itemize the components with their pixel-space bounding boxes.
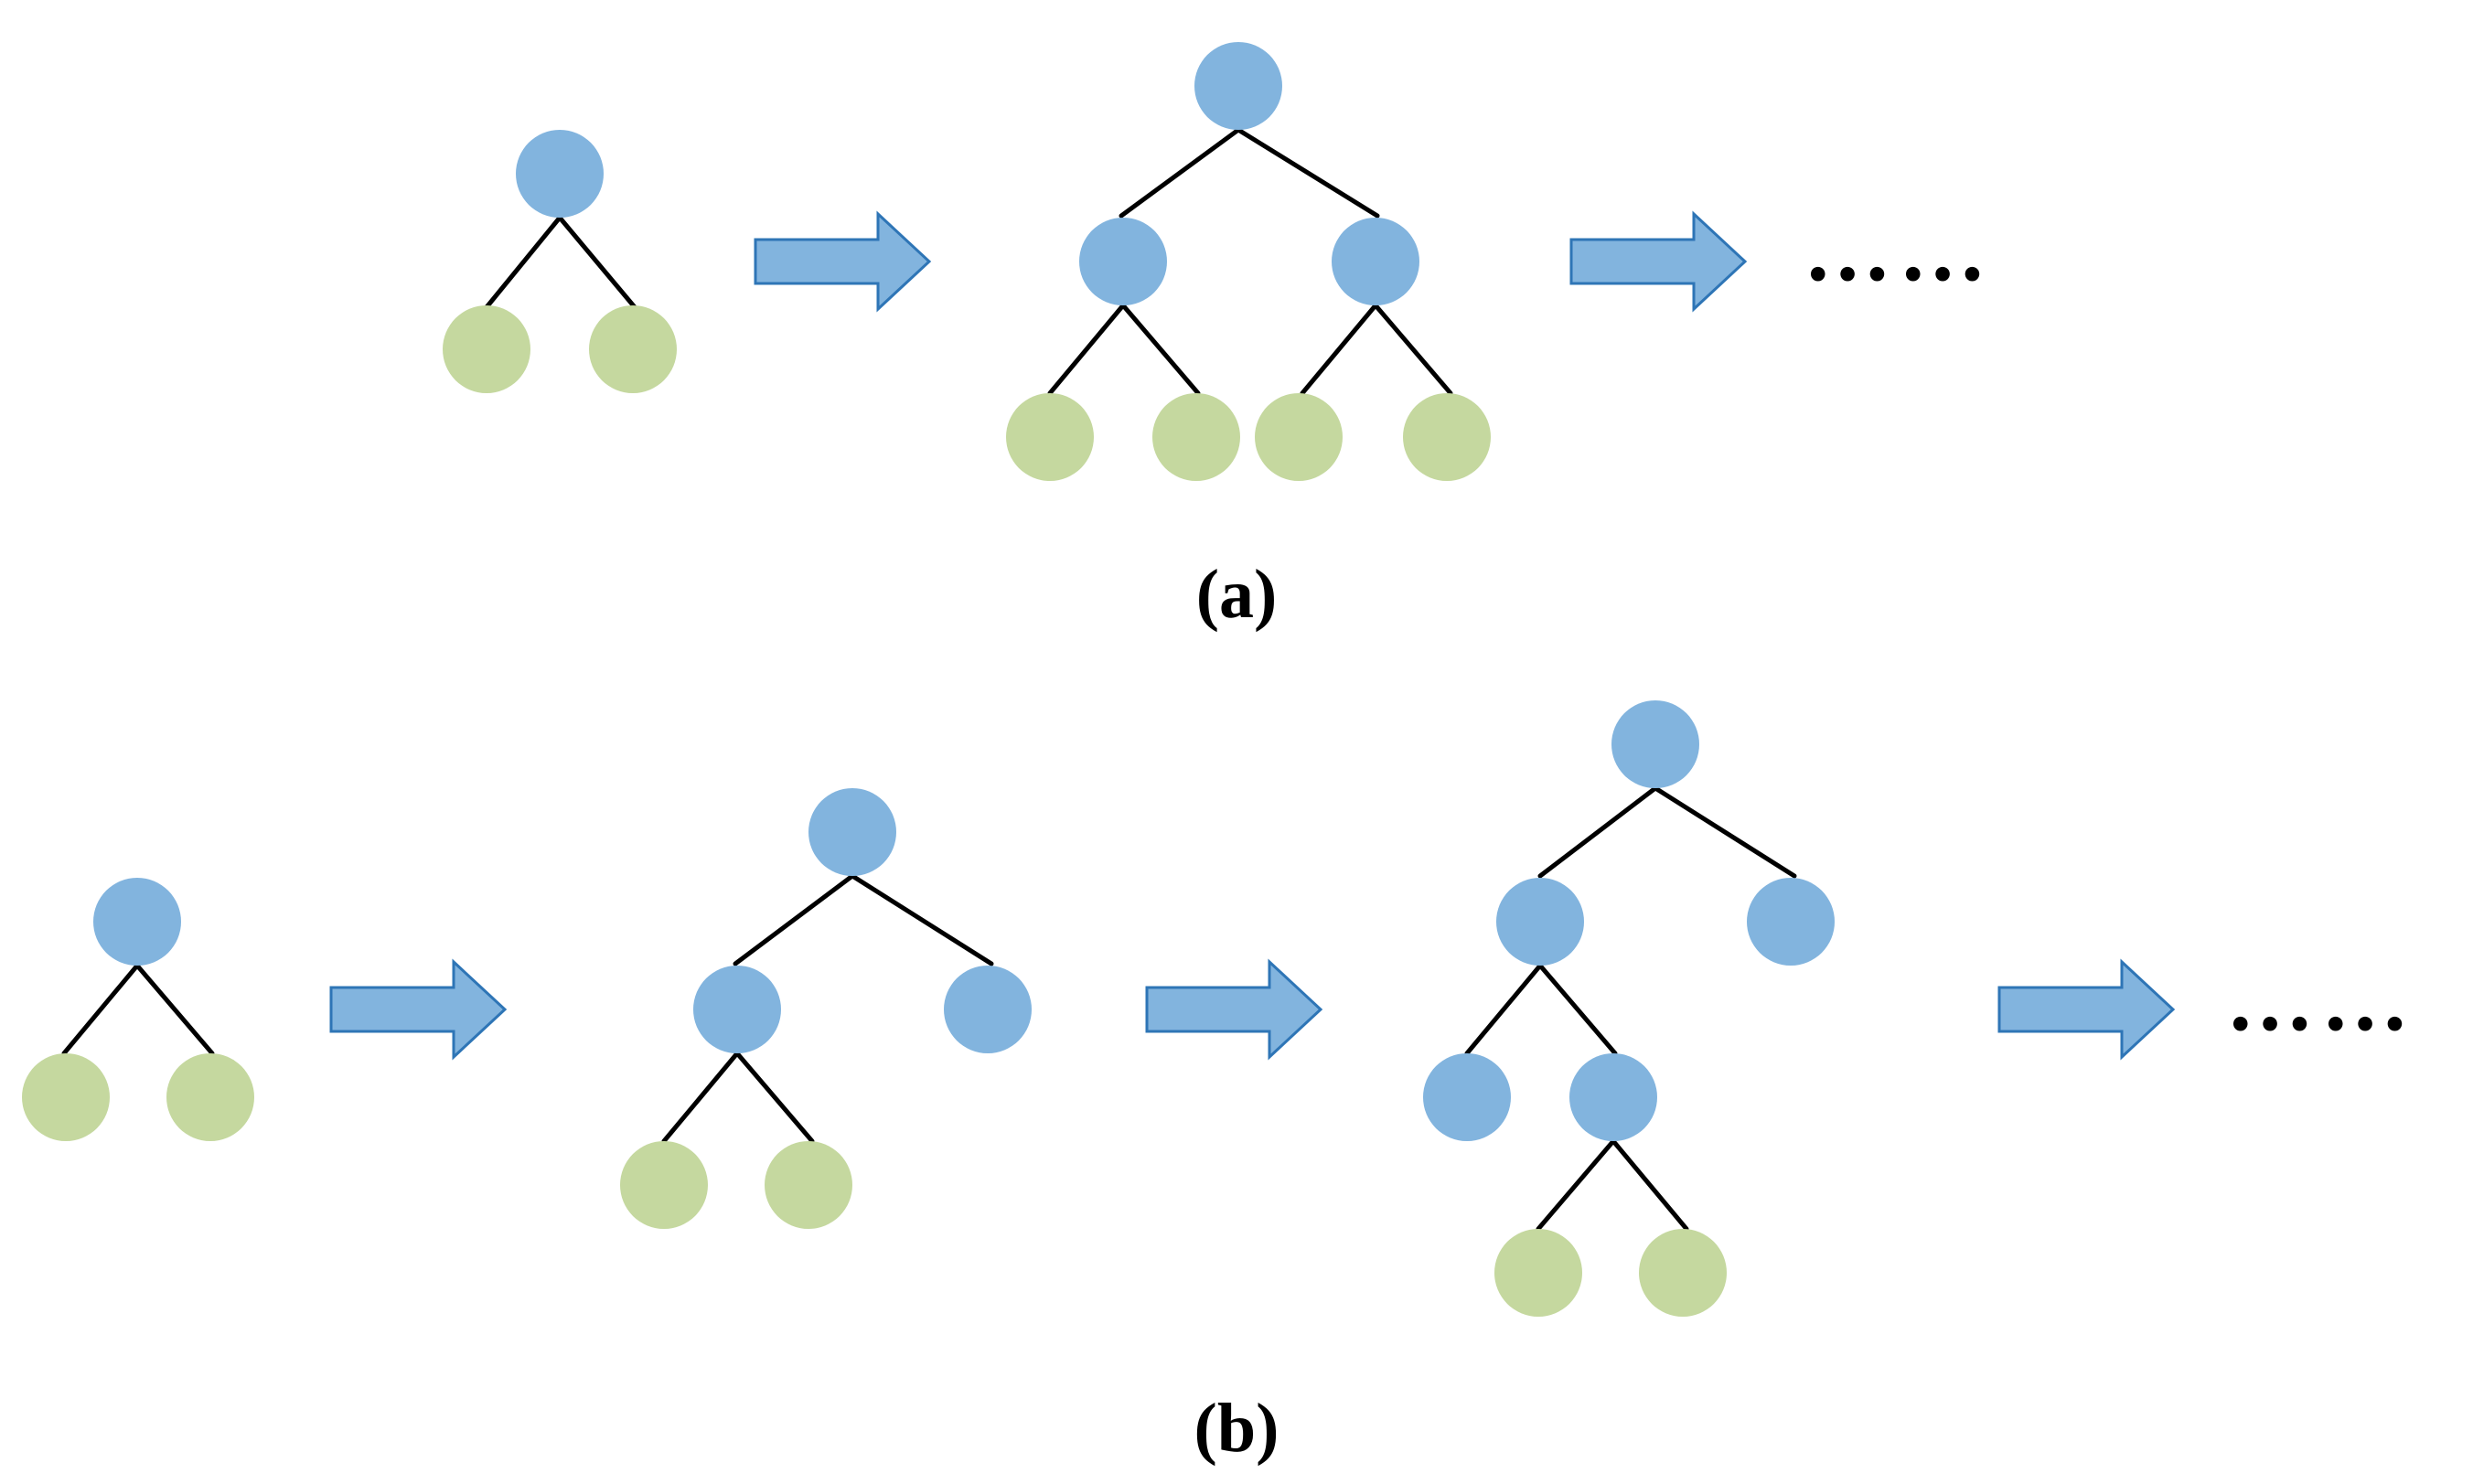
panel-b-stage-3-edge bbox=[1537, 963, 1618, 1056]
panel-a-stage-1-leaf-node bbox=[443, 305, 530, 393]
panel-b-stage-2-root-node bbox=[808, 788, 896, 876]
panel-b-stage-3-internal-node bbox=[1569, 1053, 1657, 1141]
panel-b-stage-2-edge bbox=[734, 1051, 815, 1144]
panel-b-stage-1-edge bbox=[134, 963, 215, 1056]
panel-b-stage-3-edge bbox=[1653, 785, 1797, 879]
panel-b-stage-1-root-node bbox=[93, 878, 181, 966]
panel-a-stage-2-root-node bbox=[1194, 42, 1282, 130]
panel-b-arrow-1 bbox=[329, 958, 508, 1061]
panel-b-stage-3-internal-node bbox=[1496, 878, 1584, 966]
panel-b-stage-2-edge bbox=[661, 1051, 740, 1144]
panel-b-stage-2-internal-node bbox=[944, 966, 1032, 1053]
panel-b-stage-1-leaf-node bbox=[22, 1053, 110, 1141]
panel-b-stage-1-leaf-node bbox=[166, 1053, 254, 1141]
panel-a-stage-2-edge bbox=[1373, 303, 1453, 396]
panel-a-stage-2-internal-node bbox=[1332, 218, 1419, 305]
panel-a-arrow-2 bbox=[1569, 210, 1748, 313]
panel-b-stage-3-edge bbox=[1537, 785, 1658, 879]
panel-b-stage-1-edge bbox=[61, 963, 140, 1056]
panel-b-stage-2-leaf-node bbox=[765, 1141, 852, 1229]
panel-b-stage-3-leaf-node bbox=[1494, 1229, 1582, 1317]
panel-b-stage-2-leaf-node bbox=[620, 1141, 708, 1229]
panel-b-arrow-3 bbox=[1997, 958, 2176, 1061]
panel-a-stage-2-edge bbox=[1236, 127, 1380, 219]
panel-b-caption: (b) bbox=[1194, 1390, 1279, 1467]
panel-a-caption: (a) bbox=[1195, 556, 1278, 633]
panel-b-stage-2-internal-node bbox=[693, 966, 781, 1053]
panel-b-stage-3-edge bbox=[1536, 1138, 1616, 1232]
panel-b-stage-3-edge bbox=[1611, 1138, 1689, 1232]
panel-b-stage-3-internal-node bbox=[1423, 1053, 1511, 1141]
panel-b-continuation-ellipsis: …… bbox=[2226, 951, 2416, 1049]
panel-a-stage-2-leaf-node bbox=[1006, 393, 1094, 481]
panel-a-stage-2-edge bbox=[1047, 303, 1126, 396]
panel-a-stage-1-edge bbox=[484, 215, 562, 310]
panel-a-stage-2-edge bbox=[1119, 127, 1241, 219]
panel-b-stage-3-root-node bbox=[1611, 700, 1699, 788]
panel-a-stage-2-leaf-node bbox=[1403, 393, 1491, 481]
panel-b-stage-3-edge bbox=[1464, 963, 1543, 1056]
panel-a-continuation-ellipsis: …… bbox=[1804, 201, 1994, 299]
panel-a-stage-2-edge bbox=[1300, 303, 1378, 396]
panel-a-stage-2-internal-node bbox=[1079, 218, 1167, 305]
panel-a-stage-1-root-node bbox=[516, 130, 604, 218]
panel-b-stage-3-internal-node bbox=[1747, 878, 1835, 966]
panel-a-stage-1-leaf-node bbox=[589, 305, 677, 393]
panel-a-stage-2-leaf-node bbox=[1255, 393, 1343, 481]
panel-b-stage-2-edge bbox=[850, 873, 994, 966]
panel-a-stage-1-edge bbox=[557, 215, 637, 310]
panel-a-arrow-1 bbox=[754, 210, 932, 313]
panel-b-arrow-2 bbox=[1145, 958, 1323, 1061]
panel-a-stage-2-edge bbox=[1120, 303, 1201, 396]
panel-b-stage-2-edge bbox=[733, 873, 855, 966]
panel-b-stage-3-leaf-node bbox=[1639, 1229, 1727, 1317]
panel-a-stage-2-leaf-node bbox=[1152, 393, 1240, 481]
